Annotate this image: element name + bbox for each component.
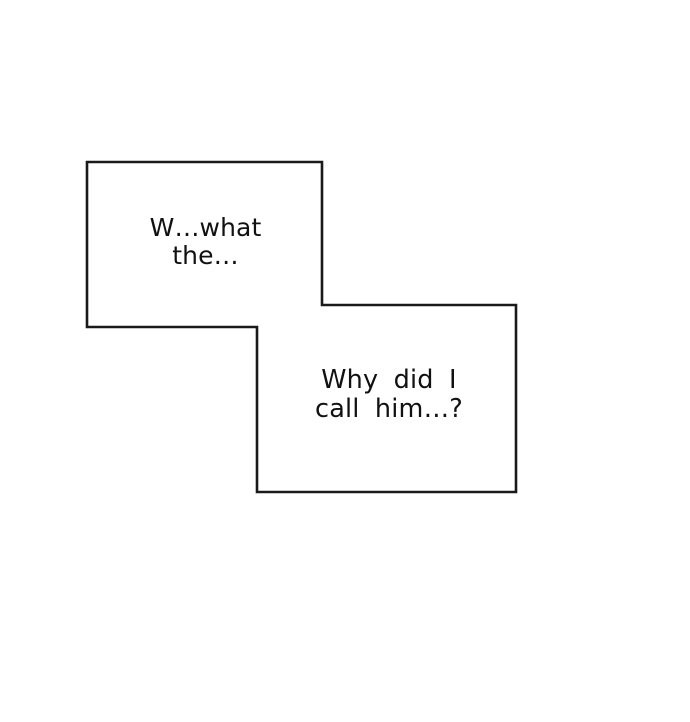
- panel-1-caption-line-2: the…: [172, 241, 239, 270]
- panel-1-caption-line-1: W…what: [149, 213, 262, 242]
- panel-2-caption-line-2: call him…?: [314, 393, 464, 424]
- panel-1-caption: W…what the…: [128, 214, 283, 270]
- staircase-panel-polygon: [85, 160, 518, 494]
- panel-2-caption-line-1: Why did I: [321, 365, 457, 395]
- panel-2-caption: Why did I call him…?: [305, 366, 473, 423]
